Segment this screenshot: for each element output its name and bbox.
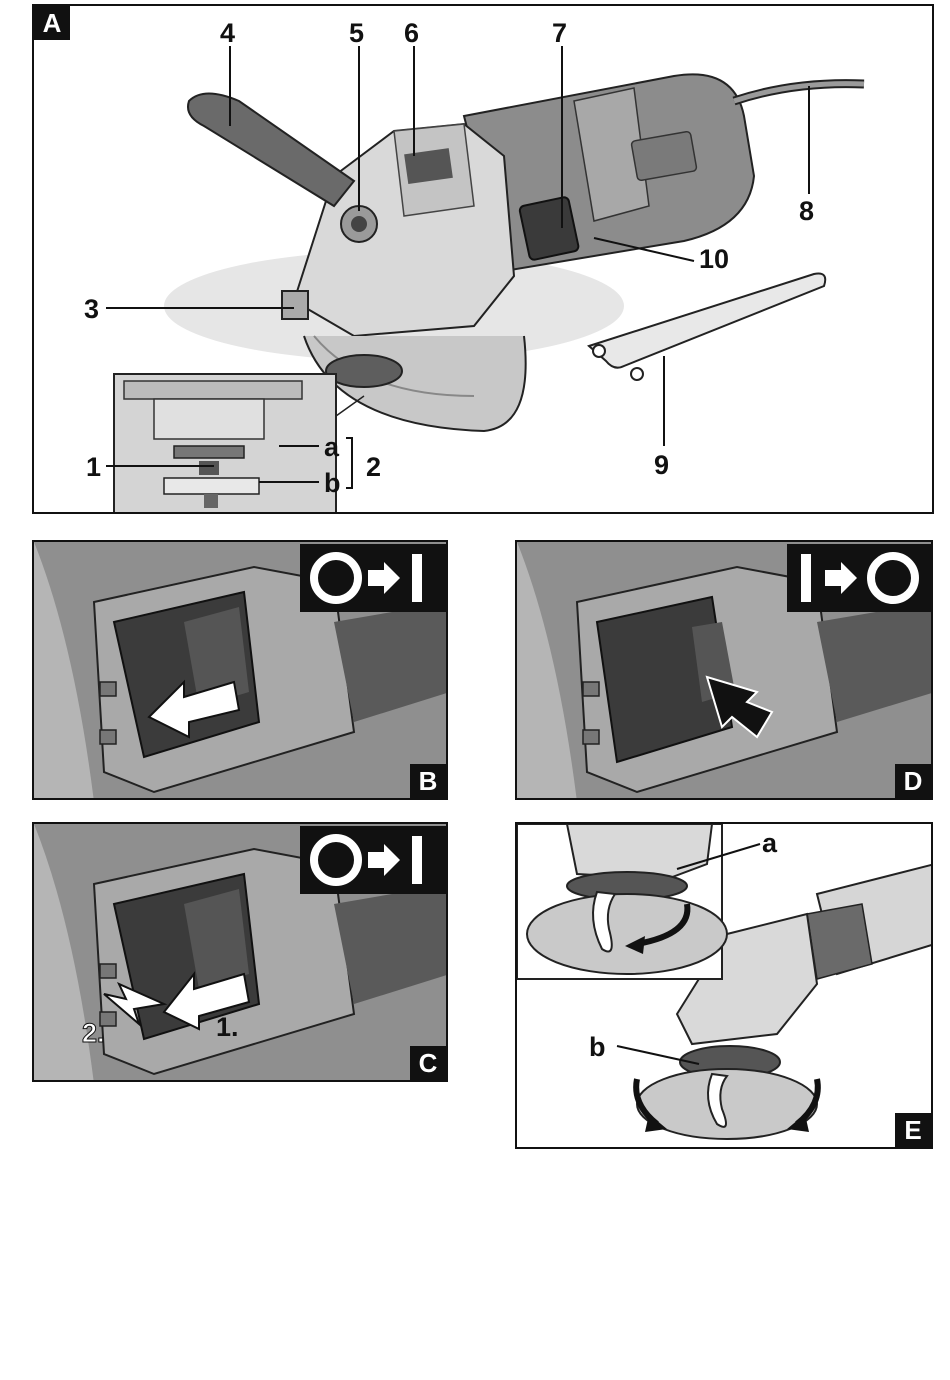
callout-7: 7 xyxy=(552,20,567,47)
on-off-icon xyxy=(787,544,931,612)
callout-1: 1 xyxy=(86,454,101,481)
callout-6: 6 xyxy=(404,20,419,47)
off-to-on-symbol xyxy=(300,826,446,894)
callout-10: 10 xyxy=(699,246,729,273)
panel-e: a b E xyxy=(515,822,933,1149)
callout-4: 4 xyxy=(220,20,235,47)
callout-a: a xyxy=(762,830,777,857)
panel-b: B xyxy=(32,540,448,800)
callout-a: a xyxy=(324,434,339,461)
callout-9: 9 xyxy=(654,452,669,479)
panel-e-label: E xyxy=(895,1113,931,1147)
callout-b: b xyxy=(589,1034,606,1061)
panel-c-label: C xyxy=(410,1046,446,1080)
angle-grinder-illustration xyxy=(34,6,934,514)
panel-c: 1. 2. C xyxy=(32,822,448,1082)
on-to-off-symbol xyxy=(787,544,931,612)
callout-2: 2 xyxy=(366,454,381,481)
off-on-icon xyxy=(300,544,446,612)
quick-clamping-nut-illustration xyxy=(517,824,933,1149)
callout-5: 5 xyxy=(349,20,364,47)
step-2-label: 2. xyxy=(82,1020,105,1047)
off-on-icon xyxy=(300,826,446,894)
panel-d: D xyxy=(515,540,933,800)
step-1-label: 1. xyxy=(216,1014,239,1041)
callout-b: b xyxy=(324,470,341,497)
panel-a: A xyxy=(32,4,934,514)
off-to-on-symbol xyxy=(300,544,446,612)
panel-d-label: D xyxy=(895,764,931,798)
panel-b-label: B xyxy=(410,764,446,798)
callout-8: 8 xyxy=(799,198,814,225)
callout-3: 3 xyxy=(84,296,99,323)
